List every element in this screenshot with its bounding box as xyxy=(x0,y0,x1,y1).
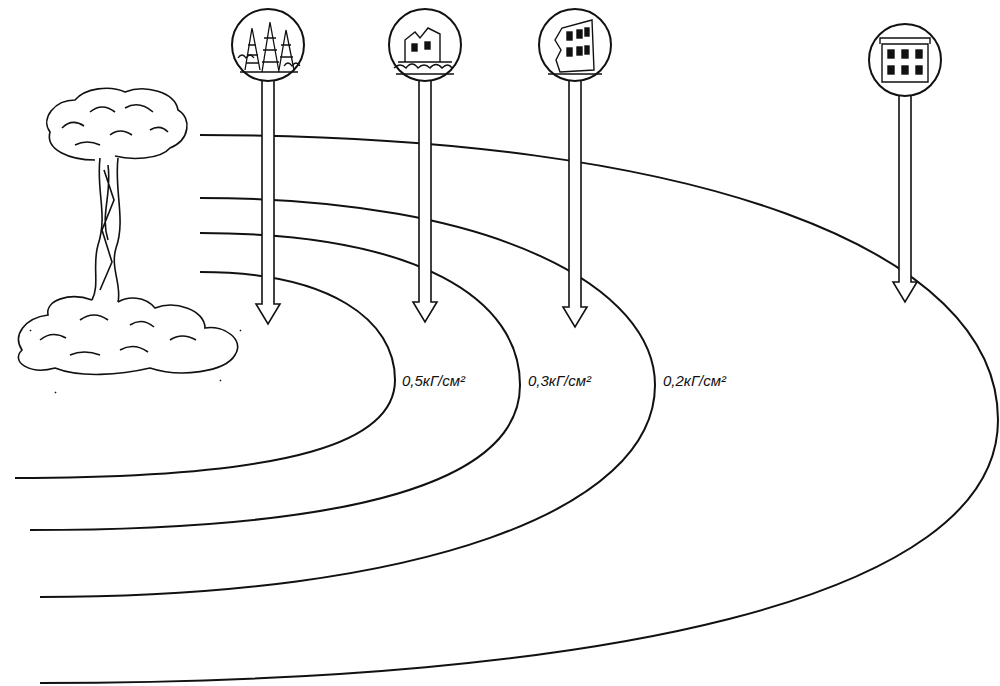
window-symbol xyxy=(577,30,582,38)
window-symbol xyxy=(888,66,894,74)
ruin-outline xyxy=(405,28,440,62)
cloud-base xyxy=(18,297,237,375)
zone-arc xyxy=(15,272,395,478)
window-symbol xyxy=(425,42,430,49)
icon-circle xyxy=(389,9,461,81)
cloud-cap xyxy=(47,88,187,160)
destroyed-building-icon xyxy=(394,28,454,74)
pressure-label: 0,3кГ/см² xyxy=(526,372,593,390)
pressure-label: 0,5кГ/см² xyxy=(400,372,467,390)
icon-circle xyxy=(539,9,611,81)
pointer-arrows xyxy=(256,80,917,327)
window-symbol xyxy=(902,50,908,58)
window-symbol xyxy=(585,46,589,54)
window-symbol xyxy=(567,48,572,56)
window-symbol xyxy=(916,50,922,58)
cloud-stem xyxy=(92,158,102,300)
icon-circle xyxy=(869,24,941,96)
pointer-arrow xyxy=(563,80,587,327)
damaged-building-icon xyxy=(548,20,602,74)
pointer-arrow xyxy=(256,80,280,324)
cloud-stem xyxy=(114,158,120,302)
ground-line xyxy=(548,73,602,74)
window-symbol xyxy=(902,66,908,74)
cloud-cap-texture xyxy=(62,105,168,145)
window-symbol xyxy=(412,44,417,51)
pointer-arrow xyxy=(893,95,917,302)
shrub-scribble xyxy=(238,55,300,72)
forest-icon xyxy=(238,22,300,72)
window-symbol xyxy=(577,47,582,55)
tree-symbol xyxy=(245,28,260,70)
cloud-stem-texture xyxy=(100,165,114,290)
window-symbol xyxy=(888,50,894,58)
dust-dots xyxy=(30,330,241,393)
zone-arc xyxy=(40,198,655,597)
icon-circle xyxy=(232,9,304,81)
building-outline xyxy=(555,20,594,72)
window-symbol xyxy=(585,28,589,36)
pointer-arrow xyxy=(413,80,437,322)
building-outline xyxy=(880,38,930,82)
cloud-base-texture xyxy=(40,315,196,355)
zone-arc xyxy=(40,135,998,683)
zone-arc xyxy=(30,233,520,530)
pressure-zones xyxy=(15,135,998,683)
pressure-label: 0,2кГ/см² xyxy=(661,372,728,390)
window-symbol xyxy=(567,32,572,40)
window-symbol xyxy=(916,66,922,74)
mushroom-cloud xyxy=(18,88,241,393)
icon-circles xyxy=(232,9,941,96)
rubble-scribble xyxy=(394,62,454,74)
intact-building-icon xyxy=(880,38,930,82)
tree-symbol xyxy=(262,22,279,72)
